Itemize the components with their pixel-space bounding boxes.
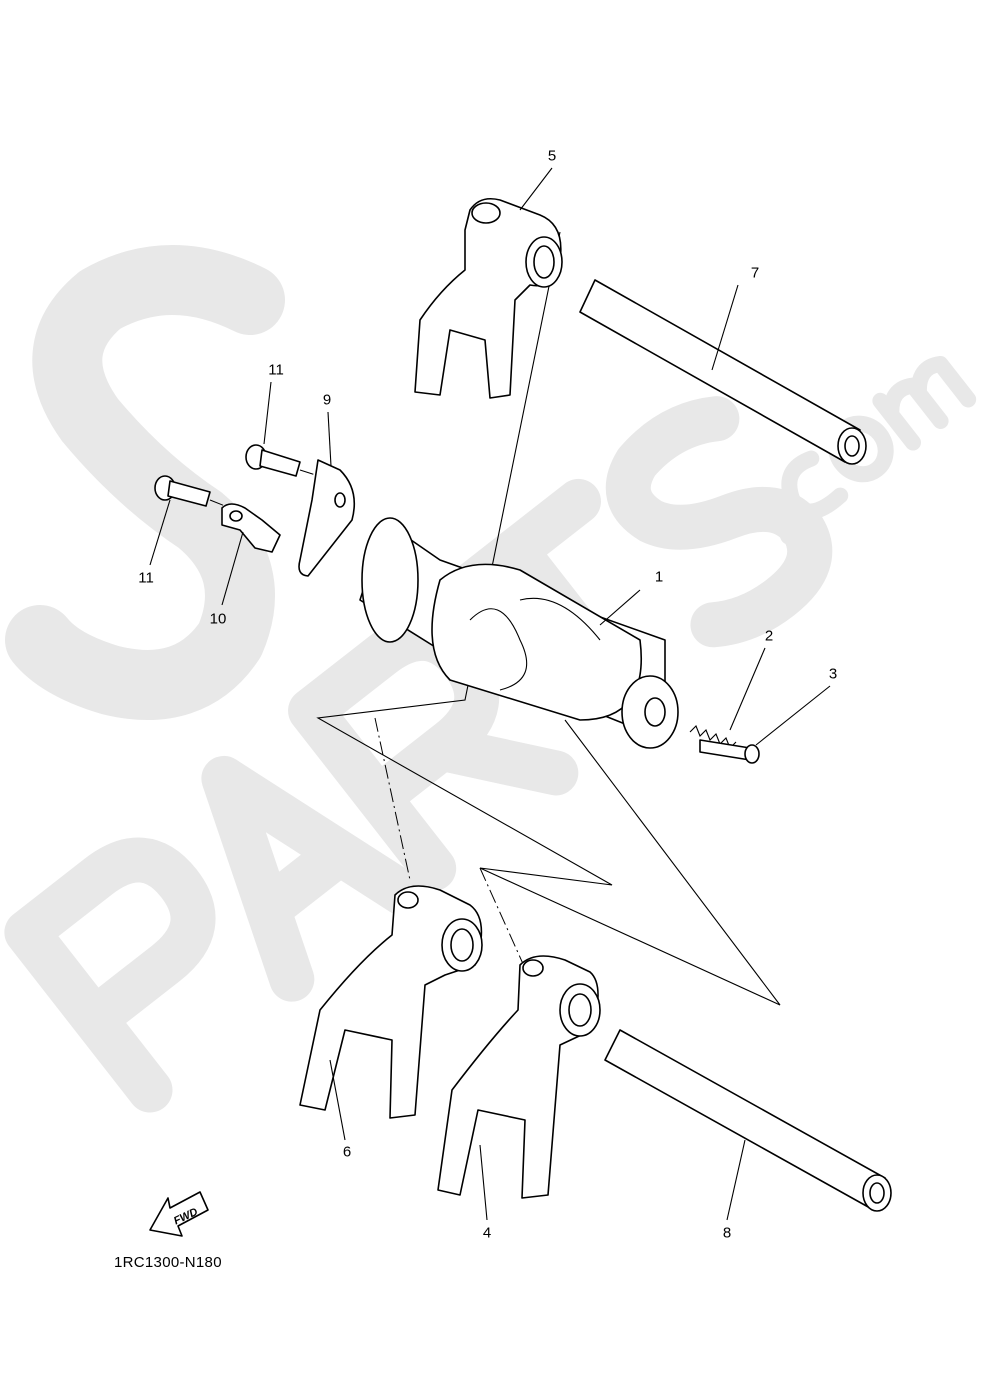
callout-7: 7 — [750, 264, 760, 282]
shift-drum-1 — [359, 517, 679, 749]
shift-fork-6 — [299, 885, 483, 1141]
callout-2: 2 — [764, 627, 774, 645]
callout-5: 5 — [547, 147, 557, 165]
stopper-lever-10 — [221, 503, 281, 606]
bolt-11-upper — [245, 381, 326, 479]
callout-4: 4 — [482, 1224, 492, 1242]
callout-3: 3 — [828, 665, 838, 683]
callout-8: 8 — [722, 1224, 732, 1242]
shift-shaft-8 — [604, 1029, 892, 1221]
assembly-lines — [316, 231, 781, 1006]
diagram-code: 1RC1300-N180 — [114, 1254, 222, 1271]
callout-1: 1 — [654, 568, 664, 586]
callout-11-lower: 11 — [138, 569, 154, 587]
callout-6: 6 — [342, 1143, 352, 1161]
callout-11-upper: 11 — [268, 361, 284, 379]
callout-9: 9 — [322, 391, 332, 409]
shift-fork-5 — [414, 197, 563, 399]
callout-10: 10 — [209, 610, 227, 628]
shift-shaft-7 — [579, 279, 867, 465]
spring-2 — [689, 647, 766, 749]
fwd-arrow-icon: FWD — [149, 1191, 209, 1237]
bolt-11-lower — [149, 475, 226, 566]
pin-3 — [699, 685, 831, 764]
shift-fork-4 — [437, 955, 601, 1221]
leader-5 — [519, 167, 553, 211]
plate-9 — [298, 411, 356, 577]
